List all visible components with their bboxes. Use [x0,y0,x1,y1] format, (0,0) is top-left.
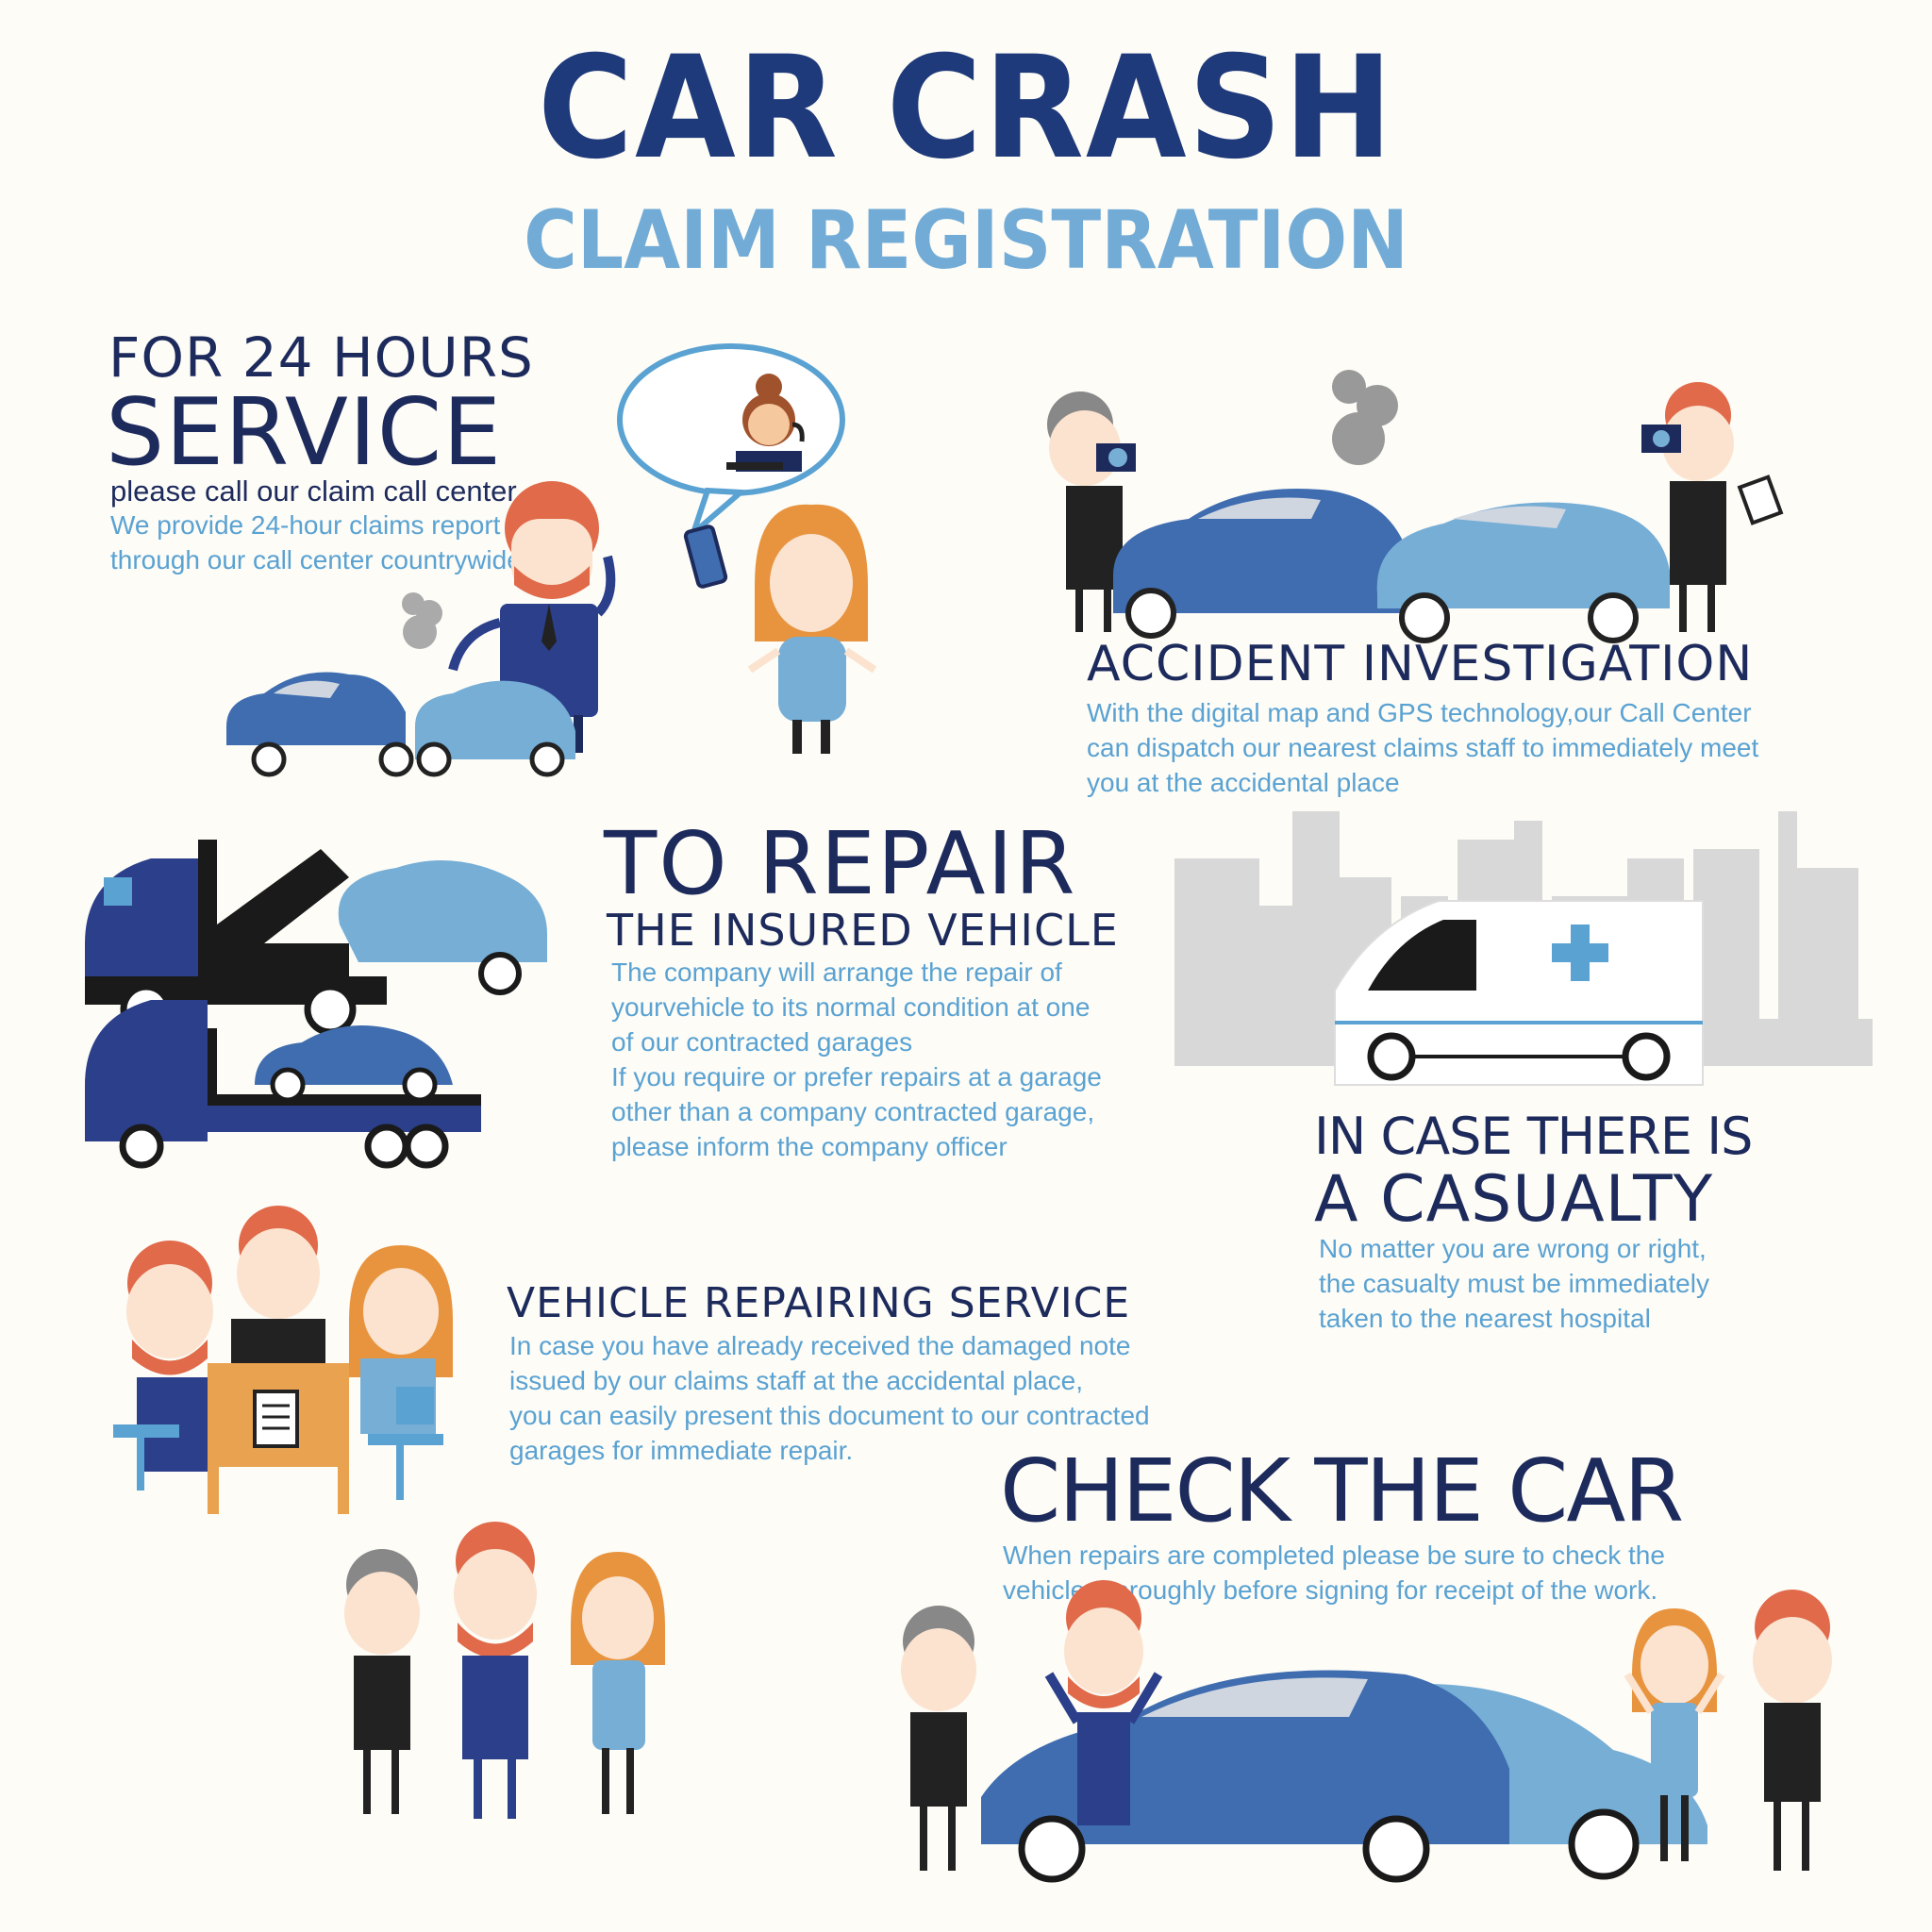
service-desc-1: We provide 24-hour claims report [110,510,501,540]
investigation-heading: ACCIDENT INVESTIGATION [1087,636,1754,692]
page-title: CAR CRASH [537,26,1395,191]
repair-desc-3: of our contracted garages [611,1027,913,1057]
check-desc-1: When repairs are completed please be sur… [1003,1541,1665,1570]
repairing-service-desc-1: In case you have already received the da… [509,1331,1131,1360]
investigation-desc-3: you at the accidental place [1087,768,1400,797]
casualty-line1: IN CASE THERE IS [1314,1107,1753,1166]
service-callout: please call our claim call center [110,475,517,508]
repairing-service-heading: VEHICLE REPAIRING SERVICE [507,1279,1131,1327]
repair-heading: TO REPAIR [604,813,1077,914]
casualty-desc-1: No matter you are wrong or right, [1319,1234,1707,1263]
repair-subheading: THE INSURED VEHICLE [607,905,1119,956]
check-heading: CHECK THE CAR [1000,1441,1684,1541]
service-line1: FOR 24 HOURS [108,325,534,390]
repairing-service-desc-4: garages for immediate repair. [509,1436,854,1465]
meeting-illustration [113,1206,453,1514]
document-icon [253,1390,299,1448]
investigation-desc-1: With the digital map and GPS technology,… [1087,698,1752,727]
repairing-service-desc-2: issued by our claims staff at the accide… [509,1366,1084,1395]
repair-desc-6: please inform the company officer [611,1132,1008,1161]
service-desc-2: through our call center countrywide [110,545,522,575]
service-heading: SERVICE [106,379,503,487]
camera-icon [1096,443,1136,472]
team-illustration [344,1522,665,1819]
casualty-desc-3: taken to the nearest hospital [1319,1304,1651,1333]
repair-desc-5: other than a company contracted garage, [611,1097,1095,1126]
repair-desc-4: If you require or prefer repairs at a ga… [611,1062,1102,1091]
casualty-desc-2: the casualty must be immediately [1319,1269,1709,1298]
phone-icon [683,525,728,589]
repair-desc-1: The company will arrange the repair of [611,958,1062,987]
medical-cross-icon [1552,924,1608,981]
service-illustration [226,343,877,777]
ambulance-city-illustration [1174,811,1873,1086]
headset-operator-icon [726,374,805,472]
check-car-illustration [901,1580,1832,1883]
investigation-desc-2: can dispatch our nearest claims staff to… [1087,733,1759,762]
tow-truck-illustration [85,840,547,1169]
casualty-heading: A CASUALTY [1314,1162,1714,1237]
page-subtitle: CLAIM REGISTRATION [524,193,1408,288]
document-icon [1737,475,1784,525]
repairing-service-desc-3: you can easily present this document to … [509,1401,1150,1430]
repair-desc-2: yourvehicle to its normal condition at o… [611,992,1091,1022]
investigation-illustration [1047,370,1784,643]
